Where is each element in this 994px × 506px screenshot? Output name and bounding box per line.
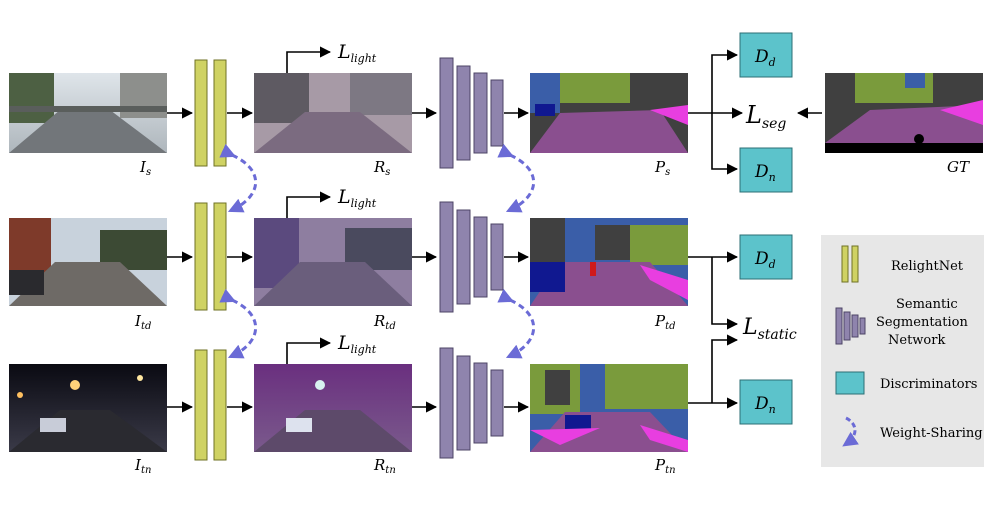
segmentation-loss: Lseg [745, 101, 786, 132]
legend-item-weight-sharing: Weight-Sharing [842, 416, 983, 447]
legend-item-relightnet: RelightNet [841, 245, 964, 283]
relit-label-target-night: Rtn [373, 456, 396, 476]
row-source: Is Rs Llight [9, 41, 744, 178]
svg-text:Rs: Rs [373, 158, 390, 178]
prediction-label-target-day: Ptd [654, 312, 676, 332]
input-image-target-day [9, 218, 167, 306]
svg-text:Llight: Llight [337, 41, 377, 65]
svg-text:Weight-Sharing: Weight-Sharing [880, 426, 983, 441]
svg-text:Rtn: Rtn [373, 456, 396, 476]
static-loss: Lstatic [742, 315, 797, 343]
light-loss-target-day: Llight [337, 186, 377, 210]
relit-image-target-day [254, 218, 412, 306]
discriminator-night-1: Dn [739, 147, 793, 193]
svg-text:Llight: Llight [337, 332, 377, 356]
light-loss-source: Llight [337, 41, 377, 65]
prediction-label-source: Ps [654, 158, 670, 178]
svg-text:Lstatic: Lstatic [742, 315, 797, 343]
svg-text:Llight: Llight [337, 186, 377, 210]
svg-text:Semantic: Semantic [896, 297, 958, 312]
svg-text:Discriminators: Discriminators [880, 377, 977, 392]
svg-text:Ptd: Ptd [654, 312, 676, 332]
input-image-source [9, 73, 167, 153]
input-label-target-night: Itn [134, 456, 151, 476]
relit-image-source [254, 73, 412, 153]
discriminator-night-2: Dn [739, 379, 793, 425]
relightnet-target-night [194, 349, 227, 461]
svg-text:Lseg: Lseg [745, 101, 786, 132]
row-target-day: Itd Rtd Llight [9, 186, 739, 332]
input-label-source: Is [139, 158, 151, 178]
svg-text:Dd: Dd [754, 47, 776, 69]
ground-truth-label: GT [947, 158, 970, 176]
svg-text:Dn: Dn [754, 162, 776, 184]
svg-text:Ps: Ps [654, 158, 670, 178]
relightnet-source [194, 59, 227, 167]
discriminator-day-1: Dd [739, 32, 793, 78]
svg-text:Dd: Dd [754, 249, 776, 271]
svg-text:Dn: Dn [754, 394, 776, 416]
ground-truth-image [825, 73, 983, 153]
segnet-source [439, 57, 504, 169]
legend-item-discriminators: Discriminators [835, 371, 977, 395]
relit-label-source: Rs [373, 158, 390, 178]
svg-text:Segmentation: Segmentation [876, 315, 968, 330]
relit-label-target-day: Rtd [373, 312, 396, 332]
weight-sharing-arrows [219, 143, 536, 359]
svg-text:Itn: Itn [134, 456, 151, 476]
svg-text:Is: Is [139, 158, 151, 178]
legend-item-segnet: Semantic Segmentation Network [835, 297, 968, 348]
discriminator-day-2: Dd [739, 234, 793, 280]
row-target-night: Itn Rtn Llight [9, 332, 739, 476]
svg-text:Rtd: Rtd [373, 312, 396, 332]
svg-text:Network: Network [888, 333, 945, 348]
svg-text:Ptn: Ptn [654, 456, 676, 476]
svg-text:GT: GT [947, 158, 970, 176]
prediction-target-night [530, 364, 688, 452]
relit-image-target-night [254, 364, 412, 452]
svg-text:Itd: Itd [134, 312, 151, 332]
input-label-target-day: Itd [134, 312, 151, 332]
svg-text:RelightNet: RelightNet [891, 259, 964, 274]
prediction-label-target-night: Ptn [654, 456, 676, 476]
light-loss-target-night: Llight [337, 332, 377, 356]
segnet-target-day [439, 201, 504, 313]
relightnet-target-day [194, 202, 227, 311]
legend: RelightNet Semantic Segmentation Network… [821, 235, 984, 467]
input-image-target-night [9, 364, 167, 452]
prediction-target-day [530, 218, 688, 306]
segnet-target-night [439, 347, 504, 459]
prediction-source [530, 73, 688, 153]
